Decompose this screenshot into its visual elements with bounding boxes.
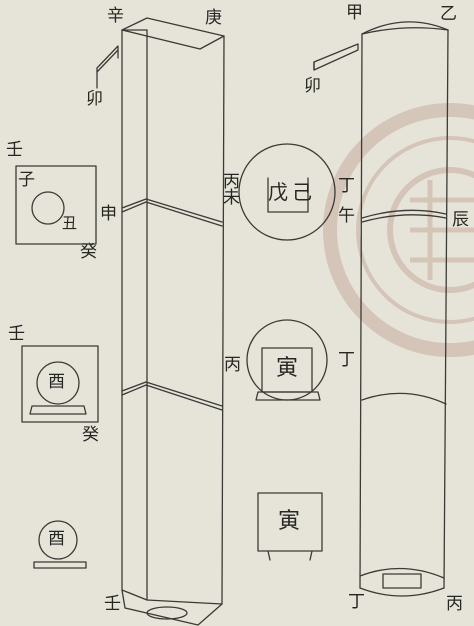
label-bing-wei: 丙未 <box>219 172 239 204</box>
left-figure-1 <box>15 165 97 245</box>
label-gui-fig1: 癸 <box>80 242 97 262</box>
label-wu-earth: 戊 <box>268 180 288 204</box>
middle-box-figure <box>257 492 323 561</box>
label-ren-fig1: 壬 <box>6 140 23 160</box>
label-bing-bottom: 丙 <box>446 594 463 614</box>
label-xin: 辛 <box>107 6 124 26</box>
left-figure-3 <box>33 520 87 569</box>
seal-stamp <box>323 103 474 357</box>
label-ding-bottom: 丁 <box>348 592 365 612</box>
label-zi: 子 <box>18 170 35 190</box>
label-wu: 午 <box>338 206 355 226</box>
label-chen: 辰 <box>452 210 469 230</box>
label-chou: 丑 <box>62 214 78 232</box>
label-ren-bottom: 壬 <box>104 594 121 614</box>
middle-pedestal-figure <box>246 319 328 401</box>
label-gui-fig2: 癸 <box>82 425 99 445</box>
label-ding-mid: 丁 <box>338 176 355 196</box>
label-ren-fig2: 壬 <box>8 324 25 344</box>
label-bing-ped: 丙 <box>224 355 241 375</box>
left-figure-2 <box>21 345 99 423</box>
label-yin-ped: 寅 <box>276 356 299 381</box>
label-jia: 甲 <box>346 3 363 23</box>
label-yin-box: 寅 <box>278 509 301 534</box>
label-you-fig2: 酉 <box>48 372 65 392</box>
label-yi: 乙 <box>440 4 457 24</box>
label-mao-left: 卯 <box>86 89 103 109</box>
label-ji: 己 <box>292 180 312 204</box>
left-column <box>96 17 225 626</box>
label-you-fig3: 酉 <box>48 529 65 549</box>
label-ding-ped: 丁 <box>338 350 355 370</box>
label-mao-right: 卯 <box>304 76 321 96</box>
label-geng: 庚 <box>205 8 222 28</box>
right-column <box>313 21 449 597</box>
label-shen: 申 <box>100 204 117 224</box>
middle-circle-figure <box>238 143 336 241</box>
